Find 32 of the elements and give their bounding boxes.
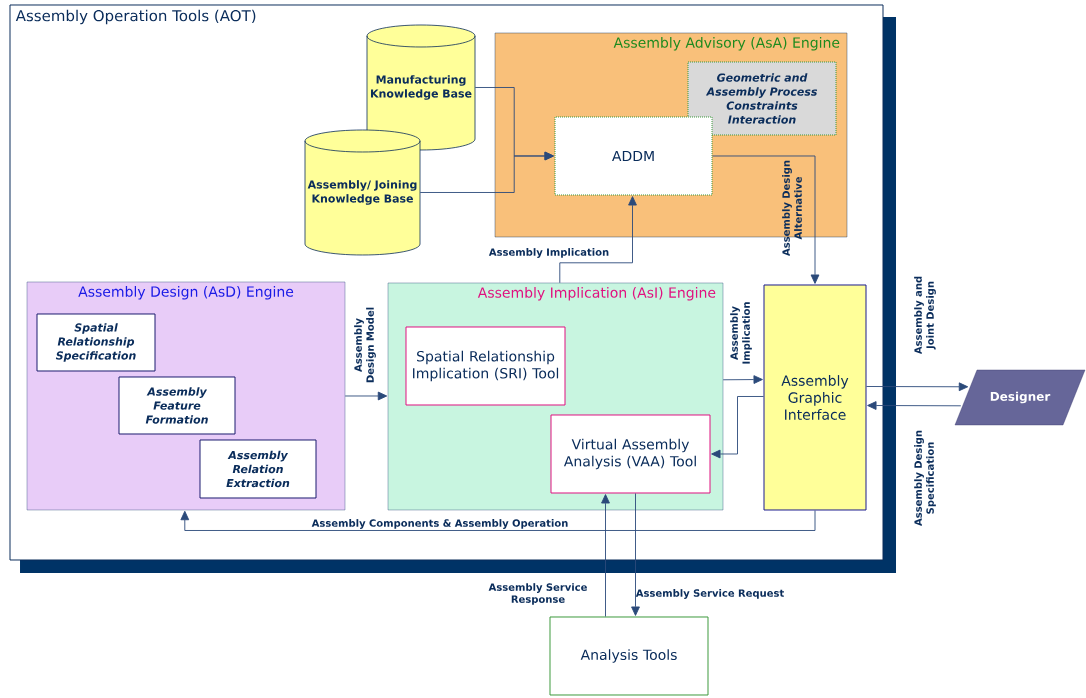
module-box: ADDM [554, 116, 713, 196]
interface-box: Assembly Graphic Interface [763, 284, 867, 511]
edge-label: Assembly Design Alternative [782, 160, 802, 256]
arrow [867, 401, 962, 410]
edge-label: Assembly Service Request [635, 589, 784, 599]
arrow [419, 151, 554, 193]
tool-box: Virtual Assembly Analysis (VAA) Tool [550, 414, 711, 494]
designer-parallelogram: Designer [954, 369, 1086, 426]
database-cylinder: Assembly/ Joining Knowledge Base [304, 129, 421, 256]
database-cylinder: Manufacturing Knowledge Base [366, 24, 476, 151]
function-box: Assembly Relation Extraction [199, 439, 317, 499]
note-box: Geometric and Assembly Process Constraints Interaction [687, 61, 837, 136]
edge-label: Assembly Implication [730, 302, 752, 364]
function-box: Assembly Feature Formation [118, 376, 236, 435]
edge-label: Assembly Design Specification [914, 430, 936, 526]
arrow [631, 493, 640, 616]
arrow [601, 494, 610, 617]
arrow [559, 196, 637, 284]
edge-label: Assembly Implication [488, 248, 609, 258]
tool-box: Spatial Relationship Implication (SRI) Tool [405, 326, 566, 406]
arrow [866, 382, 969, 392]
edge-label: Assembly and Joint Design [914, 276, 936, 355]
arrow [712, 155, 820, 284]
arrow [711, 396, 764, 459]
edge-label: Assembly Components & Assembly Operation [311, 519, 568, 529]
arrow [180, 510, 816, 531]
arrow [722, 375, 763, 384]
edge-label: Assembly Design Model [354, 307, 376, 383]
function-box: Spatial Relationship Specification [36, 313, 156, 372]
tool-box: Analysis Tools [549, 616, 709, 696]
arrow [344, 391, 388, 401]
edge-label: Assembly Service Response [488, 583, 587, 605]
